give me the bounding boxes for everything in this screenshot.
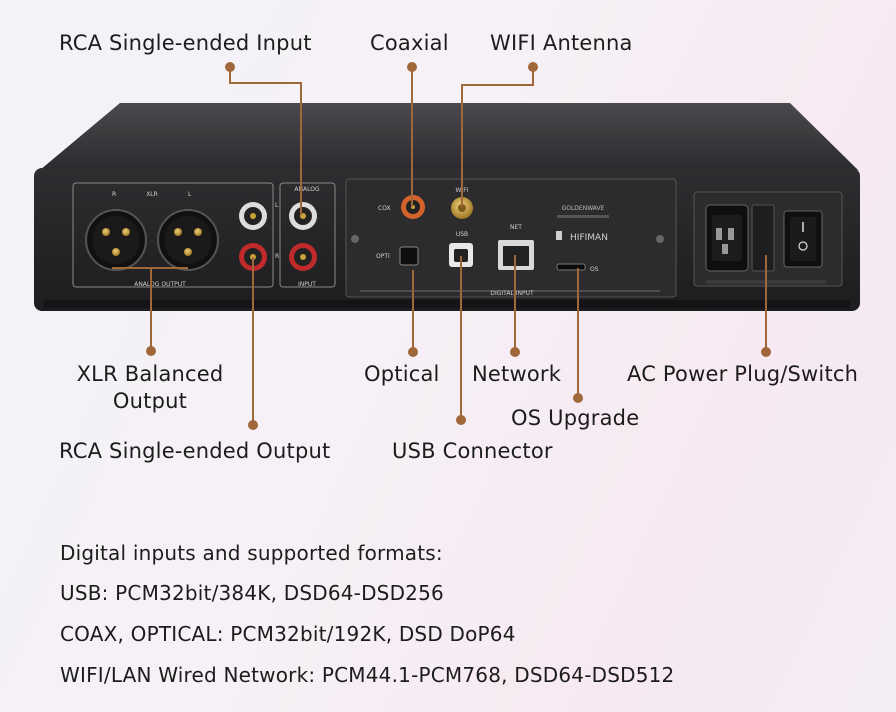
formats-heading: Digital inputs and supported formats:: [60, 541, 443, 565]
rca-output-white: [239, 202, 267, 230]
svg-text:R: R: [275, 253, 279, 260]
svg-text:HIFIMAN: HIFIMAN: [570, 233, 608, 243]
rca-input-red: [289, 243, 317, 271]
callout-coaxial: Coaxial: [370, 31, 449, 55]
xlr-left-connector: [157, 209, 219, 271]
optical-port: [399, 246, 419, 266]
svg-text:OS: OS: [590, 266, 599, 273]
formats-wifi-lan: WIFI/LAN Wired Network: PCM44.1-PCM768, …: [60, 663, 675, 687]
svg-text:L: L: [188, 191, 192, 198]
svg-text:DIGITAL INPUT: DIGITAL INPUT: [490, 290, 534, 297]
svg-text:COX: COX: [378, 205, 391, 212]
rca-input-white: [289, 202, 317, 230]
svg-text:USB: USB: [456, 231, 468, 238]
svg-text:XLR: XLR: [146, 191, 158, 198]
callout-network: Network: [472, 362, 562, 386]
formats-usb: USB: PCM32bit/384K, DSD64-DSD256: [60, 581, 444, 605]
svg-text:ANALOG OUTPUT: ANALOG OUTPUT: [134, 281, 186, 288]
callout-xlr-balanced-line2: Output: [112, 389, 188, 413]
callout-usb-connector: USB Connector: [392, 439, 553, 463]
svg-text:R: R: [112, 191, 116, 198]
fuse-holder: [751, 204, 775, 272]
callout-ac-power: AC Power Plug/Switch: [627, 362, 859, 386]
svg-text:L: L: [275, 202, 279, 209]
wifi-antenna-connector: [451, 197, 473, 219]
chassis-top: [40, 103, 858, 170]
svg-text:ANALOG: ANALOG: [294, 186, 320, 193]
callout-rca-single-ended-output: RCA Single-ended Output: [59, 439, 331, 463]
svg-text:INPUT: INPUT: [298, 281, 316, 288]
xlr-right-connector: [85, 209, 147, 271]
callout-os-upgrade: OS Upgrade: [511, 406, 640, 430]
callout-optical: Optical: [364, 362, 440, 386]
svg-text:GOLDENWAVE: GOLDENWAVE: [562, 205, 605, 212]
callout-rca-single-ended-input: RCA Single-ended Input: [59, 31, 312, 55]
svg-text:NET: NET: [510, 224, 522, 231]
callout-xlr-balanced-line1: XLR Balanced: [76, 362, 224, 386]
formats-coax-optical: COAX, OPTICAL: PCM32bit/192K, DSD DoP64: [60, 622, 516, 646]
svg-text:OPTI: OPTI: [376, 253, 390, 260]
callout-wifi-antenna: WIFI Antenna: [490, 31, 633, 55]
